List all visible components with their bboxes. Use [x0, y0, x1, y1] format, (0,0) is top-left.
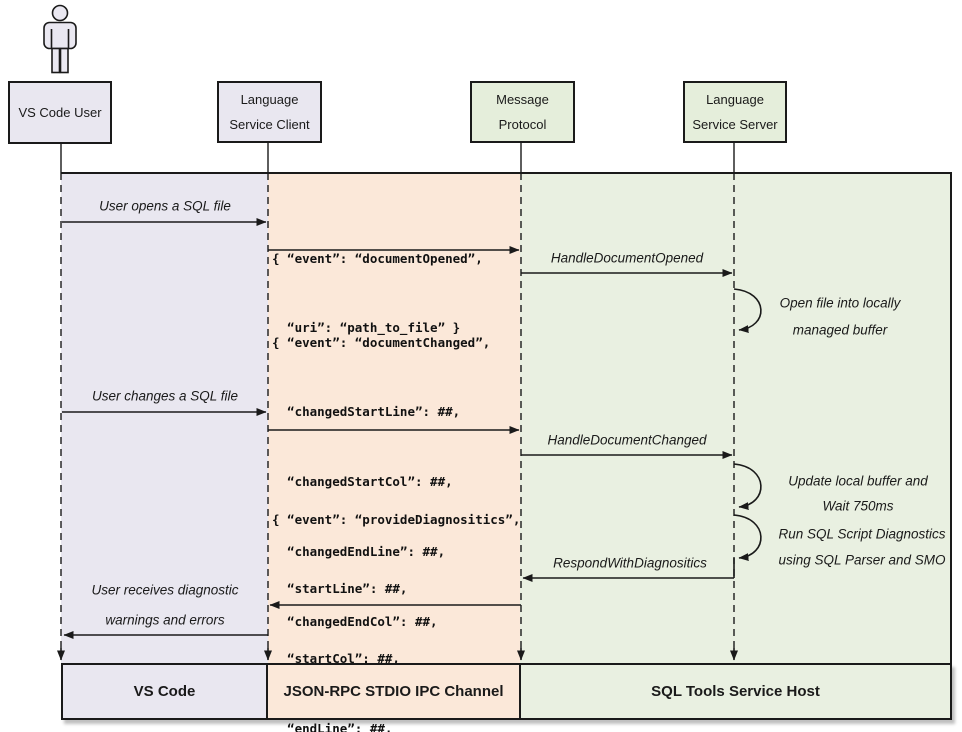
lane-vscode [61, 174, 268, 663]
json-line: “uri”: “path_to_file” } [272, 320, 461, 336]
json-line: { “event”: “provideDiagnositics”, [272, 511, 521, 527]
actor-label: Service Client [229, 117, 310, 132]
footer-components: VS Code JSON-RPC STDIO IPC Channel SQL T… [61, 663, 952, 720]
label-user-receives-line2: warnings and errors [105, 612, 225, 628]
footer-box-vscode: VS Code [63, 665, 268, 718]
label-respond: RespondWithDiagnositics [553, 555, 707, 571]
json-line: “endLine”: ##, [272, 721, 393, 732]
json-line: { “event”: “documentChanged”, [272, 334, 491, 350]
json-line: “changedEndCol”: ##, [272, 614, 438, 630]
note-update-line1: Update local buffer and [788, 473, 928, 489]
json-line: “changedStartCol”: ##, [272, 474, 453, 490]
person-head [51, 4, 69, 22]
actor-label: Message [496, 92, 549, 107]
actor-label: Protocol [498, 117, 547, 132]
footer-label: JSON-RPC STDIO IPC Channel [283, 683, 504, 700]
actor-label: Language [706, 92, 764, 107]
label-handle-changed: HandleDocumentChanged [547, 432, 707, 448]
person-leg-left [51, 47, 61, 74]
footer-box-service-host: SQL Tools Service Host [521, 665, 950, 718]
person-torso [43, 21, 77, 50]
note-open-file-line1: Open file into locally [779, 295, 901, 311]
lane-ipc-channel [267, 174, 520, 663]
note-run-line2: using SQL Parser and SMO [778, 552, 946, 568]
json-document-opened: { “event”: “documentOpened”, “uri”: “pat… [272, 200, 483, 386]
json-provide-diagnostics: { “event”: “provideDiagnositics”, “start… [272, 461, 520, 732]
label-user-receives-line1: User receives diagnostic [91, 582, 239, 598]
label-user-opens: User opens a SQL file [99, 198, 231, 214]
json-line: “changedStartLine”: ##, [272, 404, 461, 420]
actor-box-language-service-server: Language Service Server [683, 81, 787, 143]
actor-box-language-service-client: Language Service Client [217, 81, 322, 143]
note-update-line2: Wait 750ms [822, 498, 894, 514]
actor-label: Language [240, 92, 299, 107]
json-line: “changedEndLine”: ##, [272, 544, 446, 560]
lifeline-stubs [60, 143, 735, 173]
note-open-file-line2: managed buffer [792, 322, 888, 338]
footer-label: SQL Tools Service Host [651, 683, 820, 700]
person-leg-right [59, 47, 69, 74]
label-handle-opened: HandleDocumentOpened [550, 250, 704, 266]
footer-label: VS Code [133, 683, 196, 700]
actor-label: VS Code User [18, 105, 102, 120]
json-line: { “event”: “documentOpened”, [272, 250, 483, 266]
swim-lanes [61, 172, 952, 663]
footer-box-ipc-channel: JSON-RPC STDIO IPC Channel [268, 665, 521, 718]
actor-label: Service Server [692, 117, 778, 132]
actor-box-vscode-user: VS Code User [8, 81, 112, 144]
note-run-line1: Run SQL Script Diagnostics [778, 526, 946, 542]
json-line: “startCol”: ##, [272, 651, 400, 667]
lane-service-host [519, 174, 950, 663]
actor-box-message-protocol: Message Protocol [470, 81, 575, 143]
person-icon [43, 4, 77, 74]
label-user-changes: User changes a SQL file [91, 388, 239, 404]
json-line: “startLine”: ##, [272, 581, 408, 597]
